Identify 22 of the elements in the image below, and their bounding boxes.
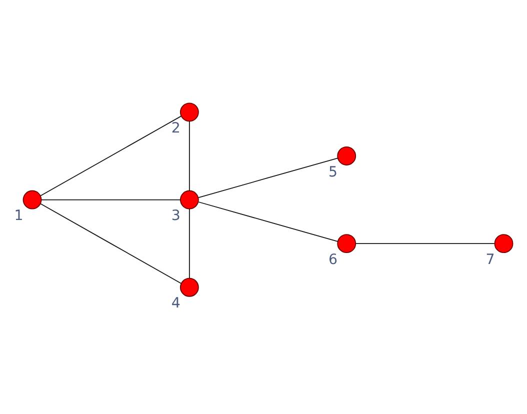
connector xyxy=(188,208,190,278)
connector xyxy=(40,115,182,196)
node-label: 4 xyxy=(171,295,180,312)
connector xyxy=(188,120,190,190)
connector xyxy=(40,198,181,200)
node-label: 6 xyxy=(328,251,338,268)
node-circle xyxy=(337,146,356,165)
node-label: 1 xyxy=(14,208,24,224)
connector xyxy=(198,157,338,198)
connector xyxy=(355,242,495,244)
node-circle xyxy=(180,102,199,122)
connector xyxy=(40,202,182,284)
node-circle xyxy=(337,234,356,253)
node-label: 3 xyxy=(171,208,180,224)
node-circle xyxy=(22,190,42,209)
node-circle xyxy=(180,277,199,296)
node-label: 5 xyxy=(328,164,338,180)
connector xyxy=(198,201,338,242)
node-circle xyxy=(180,190,199,209)
node-label: 2 xyxy=(171,120,180,136)
node-circle xyxy=(494,234,514,253)
node-label: 7 xyxy=(486,251,495,268)
